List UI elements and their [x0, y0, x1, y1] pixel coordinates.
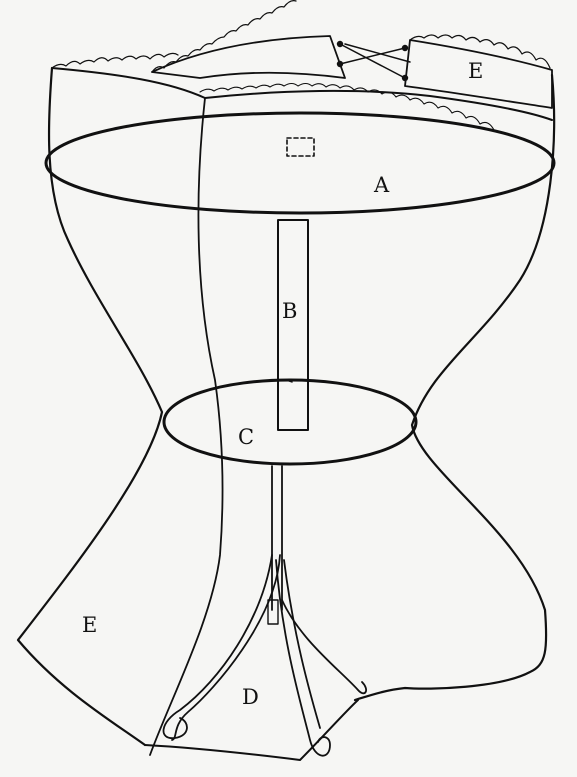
- corset-seam: [150, 98, 222, 755]
- label-c: C: [238, 425, 254, 449]
- waist-ellipse-c: [164, 380, 416, 464]
- lacing: [337, 41, 410, 81]
- label-e-top: E: [468, 59, 483, 83]
- corset-outline-left: [18, 68, 162, 745]
- top-ellipse-a: [46, 113, 554, 213]
- vertical-bar-b: [278, 220, 308, 430]
- small-square-mark: [287, 138, 314, 156]
- tripod-legs-d: [164, 555, 367, 756]
- corset-outline-right: [355, 75, 554, 700]
- label-d: D: [242, 685, 259, 709]
- label-a: A: [373, 173, 390, 197]
- leg-joint: [268, 600, 278, 624]
- label-e-bottom: E: [82, 613, 97, 637]
- label-b: B: [282, 299, 297, 323]
